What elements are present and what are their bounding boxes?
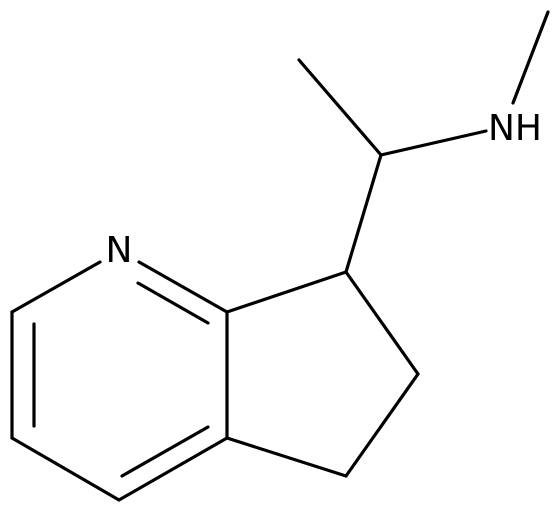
bond-n-c7a-inner: [136, 281, 210, 325]
pyridine-nitrogen-label: N: [106, 230, 133, 271]
bond-c6-n: [10, 260, 102, 314]
bond-n-c7a: [137, 260, 229, 314]
bond-c7-c6: [344, 270, 420, 376]
bond-c5-c4a: [225, 436, 348, 478]
bond-c7a-c7: [225, 270, 348, 314]
bond-c4a-c4-inner: [120, 425, 210, 478]
bond-c4-c5: [10, 436, 121, 502]
bond-ch-nh: [379, 129, 488, 157]
bond-c7-ch: [344, 153, 383, 274]
bond-c6-c5: [344, 372, 420, 478]
bond-nh-methyl: [511, 10, 550, 105]
bond-c4a-c4: [117, 436, 229, 502]
bond-ch-methyl: [297, 58, 383, 157]
amine-nh-label: NH: [488, 108, 542, 149]
